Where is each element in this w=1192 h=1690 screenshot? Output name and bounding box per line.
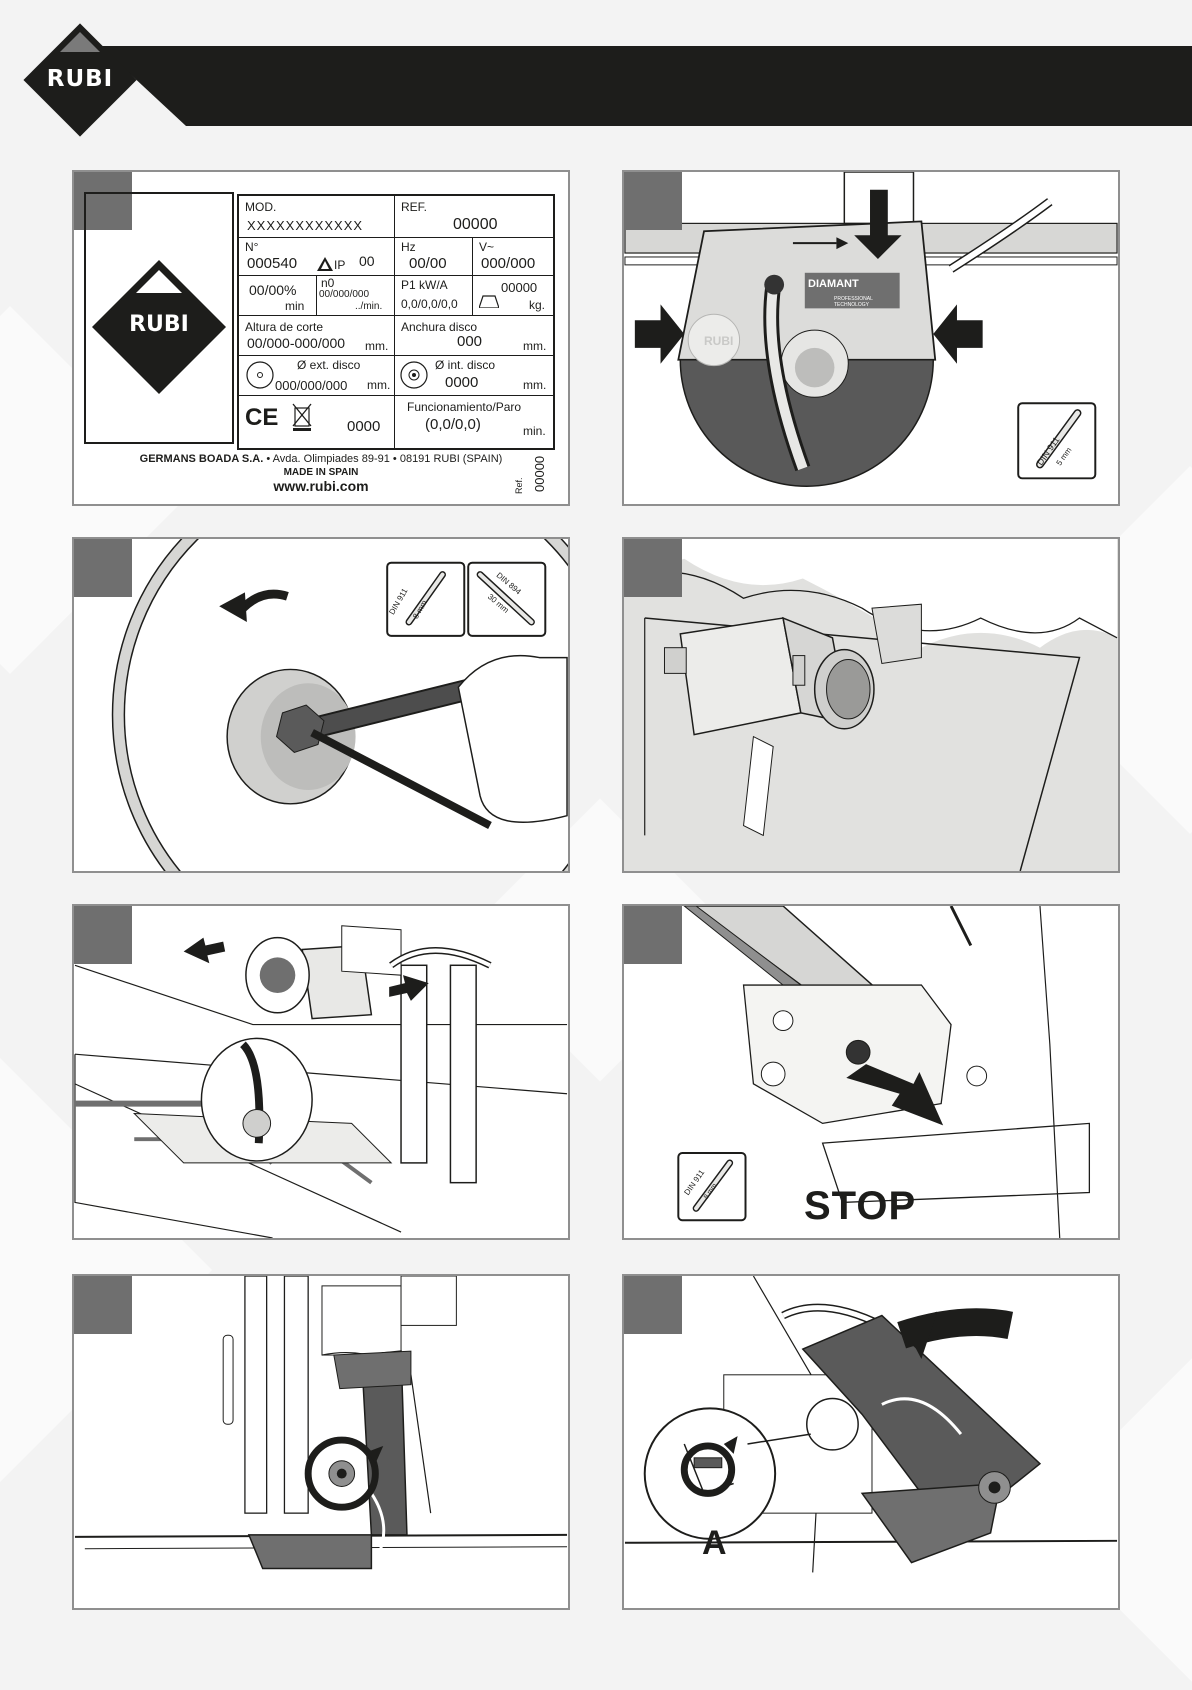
step-tag — [624, 1276, 682, 1334]
guard-logo: RUBI — [704, 334, 734, 348]
warning-icon — [317, 257, 333, 271]
ref-label: REF. — [401, 200, 428, 214]
header-bar — [100, 46, 1192, 126]
ref-value: 00000 — [453, 216, 498, 233]
head-slide-illustration — [74, 925, 568, 1238]
step-tag — [74, 1276, 132, 1334]
water-pump-illustration — [624, 539, 1118, 871]
disc-nut-illustration — [111, 539, 568, 871]
onoff-unit: min. — [523, 424, 546, 438]
company-name: GERMANS BOADA S.A. — [139, 453, 264, 465]
logo-text: RUBI — [46, 66, 114, 92]
inner-disc-icon — [400, 361, 428, 389]
inner-disc-label: Ø int. disco — [435, 358, 496, 372]
weight-icon — [479, 295, 499, 308]
cut-height-unit: mm. — [365, 339, 389, 353]
company-line: GERMANS BOADA S.A. • Avda. Olimpiades 89… — [74, 453, 568, 465]
panel-stop-screw: DIN 911 8 mm STOP — [622, 904, 1120, 1240]
website-link[interactable]: www.rubi.com — [273, 478, 369, 494]
n0-value: 00/000/000 — [319, 289, 370, 300]
made-in-label: MADE IN SPAIN — [283, 467, 359, 478]
disc-width-label: Anchura disco — [401, 320, 478, 334]
voltage-label: V~ — [479, 240, 495, 254]
ip-label: IP — [334, 258, 346, 272]
mod-label: MOD. — [245, 200, 277, 214]
serial-value: 000540 — [247, 255, 298, 272]
ref-vertical-label: Ref. — [514, 477, 524, 494]
outer-disc-value: 000/000/000 — [275, 378, 348, 393]
guard-illustration — [624, 172, 1118, 487]
step-tag — [74, 539, 132, 597]
weee-bin-icon — [292, 403, 312, 431]
cut-height-label: Altura de corte — [245, 320, 324, 334]
panel-bevel-knob — [72, 1274, 570, 1610]
company-address: • Avda. Olimpiades 89-91 • 08191 RUBI (S… — [263, 453, 503, 465]
onoff-value: (0,0/0,0) — [425, 416, 481, 433]
rubi-logo-icon — [92, 260, 226, 394]
disc-width-unit: mm. — [523, 339, 547, 353]
panel-head-slide — [72, 904, 570, 1240]
serial-label: N° — [245, 240, 259, 254]
plate-logo-box: RUBI — [84, 192, 234, 444]
guard-sub: PROFESSIONAL TECHNOLOGY — [834, 296, 873, 308]
duty-unit: min — [285, 299, 305, 313]
step-tag — [74, 172, 132, 230]
rating-plate-grid: MOD. XXXXXXXXXXXX REF. 00000 N° 000540 I… — [237, 194, 555, 450]
ip-value: 00 — [359, 253, 375, 269]
n0-label: n0 — [321, 276, 335, 290]
inner-disc-value: 0000 — [445, 374, 479, 391]
code-value: 0000 — [347, 418, 381, 435]
cut-height-value: 00/000-000/000 — [247, 335, 346, 351]
hz-value: 00/00 — [409, 255, 447, 272]
outer-disc-icon — [246, 361, 274, 389]
inner-disc-unit: mm. — [523, 378, 547, 392]
outer-disc-label: Ø ext. disco — [297, 358, 361, 372]
hz-label: Hz — [401, 240, 416, 254]
guard-brand: DIAMANT — [808, 278, 859, 290]
stop-screw-illustration — [677, 906, 1091, 1238]
onoff-label: Funcionamiento/Paro — [407, 400, 522, 414]
power-value: 0,0/0,0/0,0 — [401, 297, 458, 311]
bevel-tilt-illustration — [624, 1276, 1118, 1573]
weight-unit: kg. — [529, 298, 546, 312]
power-label: P1 kW/A — [401, 278, 448, 292]
disc-width-value: 000 — [457, 333, 483, 350]
weight-value: 00000 — [501, 280, 538, 295]
ce-mark: CE — [245, 404, 279, 431]
panel-guard: DIAMANT PROFESSIONAL TECHNOLOGY RUBI DIN… — [622, 170, 1120, 506]
panel-bevel-tilt: A — [622, 1274, 1120, 1610]
step-tag — [624, 172, 682, 230]
detail-label: A — [702, 1524, 727, 1562]
panel-rating-plate: RUBI MOD. XXXXXXXXXXXX REF. 00000 N° 000… — [72, 170, 570, 506]
duty-value: 00/00% — [249, 282, 297, 298]
bevel-knob-illustration — [74, 1276, 568, 1570]
step-tag — [624, 539, 682, 597]
ref-vertical-value: 00000 — [532, 455, 547, 492]
panel-disc-nut: DIN 911 8 mm DIN 894 30 mm — [72, 537, 570, 873]
mod-value: XXXXXXXXXXXX — [247, 218, 364, 233]
n0-unit: ../min. — [355, 301, 383, 312]
voltage-value: 000/000 — [481, 255, 536, 272]
panel-water-pump — [622, 537, 1120, 873]
outer-disc-unit: mm. — [367, 378, 391, 392]
plate-logo-text: RUBI — [129, 312, 189, 337]
stop-label: STOP — [804, 1184, 917, 1228]
step-tag — [624, 906, 682, 964]
logo-roof-icon — [60, 32, 100, 52]
step-tag — [74, 906, 132, 964]
